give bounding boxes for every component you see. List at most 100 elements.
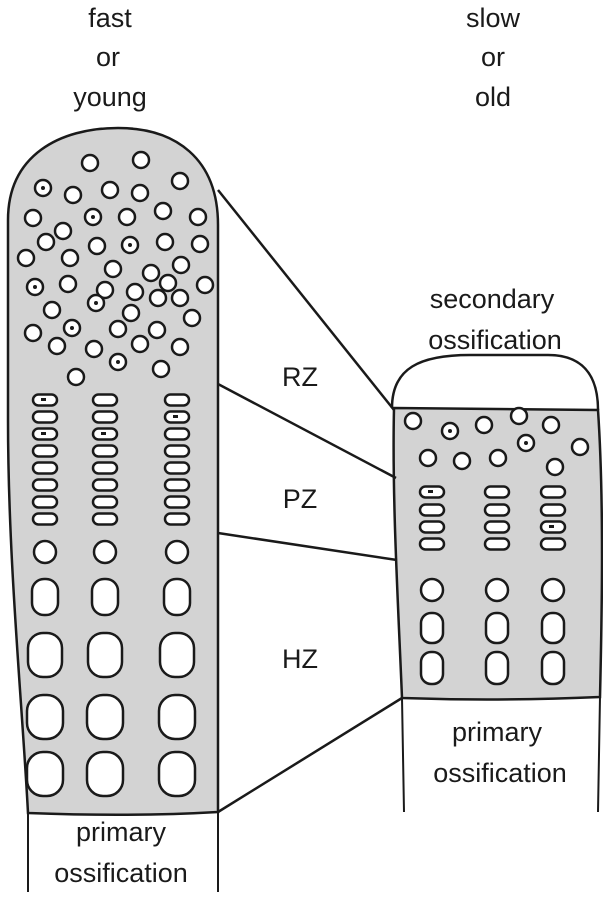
resting-chondrocyte [53, 221, 73, 241]
resting-chondrocyte [182, 308, 202, 328]
resting-chondrocyte [158, 273, 178, 293]
zone-label-hz: HZ [282, 644, 318, 674]
hypertrophic-chondrocyte [162, 577, 192, 617]
resting-chondrocyte [190, 234, 210, 254]
connector-rz-pz [217, 382, 397, 480]
resting-chondrocyte [545, 457, 565, 477]
resting-chondrocyte [108, 319, 128, 339]
cell-nucleus [91, 215, 95, 219]
resting-chondrocyte [130, 334, 150, 354]
hypertrophic-chondrocyte [85, 750, 125, 798]
proliferative-chondrocyte [31, 444, 59, 458]
resting-chondrocyte [141, 263, 161, 283]
header-right: slow or old [466, 3, 521, 112]
proliferative-chondrocyte [418, 520, 446, 534]
resting-chondrocyte [23, 323, 43, 343]
hypertrophic-chondrocyte [484, 611, 510, 645]
resting-chondrocyte [84, 339, 104, 359]
cell-nucleus [524, 441, 528, 445]
primary-right-line1: primary [452, 717, 543, 747]
cell-nucleus [41, 398, 46, 401]
resting-chondrocyte [153, 201, 173, 221]
proliferative-chondrocyte [483, 537, 511, 551]
resting-chondrocyte [42, 300, 62, 320]
proliferative-chondrocyte [91, 444, 119, 458]
proliferative-chondrocyte [31, 478, 59, 492]
resting-chondrocyte [170, 171, 190, 191]
cell-nucleus [549, 525, 554, 528]
proliferative-chondrocyte [163, 495, 191, 509]
proliferative-chondrocyte [163, 461, 191, 475]
hypertrophic-chondrocyte [484, 650, 510, 686]
zone-labels: RZ PZ HZ [282, 362, 318, 674]
resting-chondrocyte [95, 280, 115, 300]
hypertrophic-chondrocyte [25, 693, 65, 741]
header-left: fast or young [73, 3, 147, 112]
proliferative-chondrocyte [31, 410, 59, 424]
resting-chondrocyte [541, 415, 561, 435]
primary-ossification-label-left: primary ossification [54, 817, 188, 888]
chondrocyte-cells [16, 150, 590, 798]
hypertrophic-chondrocyte [540, 650, 566, 686]
resting-chondrocyte [87, 236, 107, 256]
cell-nucleus [173, 415, 178, 418]
prehypertrophic-chondrocyte [92, 539, 118, 565]
zone-label-rz: RZ [282, 362, 318, 392]
proliferative-chondrocyte [483, 520, 511, 534]
proliferative-chondrocyte [163, 478, 191, 492]
secondary-label-line2: ossification [428, 325, 562, 355]
hypertrophic-chondrocyte [158, 631, 196, 679]
hypertrophic-chondrocyte [90, 577, 120, 617]
hypertrophic-chondrocyte [86, 631, 124, 679]
resting-chondrocyte [403, 411, 423, 431]
cell-nucleus [33, 285, 37, 289]
hypertrophic-chondrocyte [157, 750, 197, 798]
proliferative-chondrocyte [539, 485, 567, 499]
header-left-line2: or [96, 42, 120, 72]
right-primary-ossification-box [401, 696, 601, 813]
resting-chondrocyte [58, 274, 78, 294]
hypertrophic-chondrocyte [30, 577, 60, 617]
cell-nucleus [428, 490, 433, 493]
header-left-line3: young [73, 82, 147, 112]
resting-chondrocyte [47, 336, 67, 356]
resting-chondrocyte [155, 232, 175, 252]
proliferative-chondrocyte [539, 537, 567, 551]
resting-chondrocyte [117, 207, 137, 227]
resting-chondrocyte [151, 359, 171, 379]
hypertrophic-chondrocyte [419, 611, 445, 645]
proliferative-chondrocyte [91, 495, 119, 509]
resting-chondrocyte [100, 180, 120, 200]
cell-nucleus [128, 243, 132, 247]
primary-ossification-label-right: primary ossification [433, 717, 567, 788]
resting-chondrocyte [121, 303, 141, 323]
prehypertrophic-chondrocyte [484, 577, 510, 603]
resting-chondrocyte [36, 232, 56, 252]
cell-nucleus [41, 432, 46, 435]
header-right-line3: old [475, 82, 511, 112]
resting-chondrocyte [23, 208, 43, 228]
connector-bottom [217, 696, 403, 814]
right-secondary-ossification-cap [390, 353, 600, 411]
resting-chondrocyte [16, 248, 36, 268]
secondary-label-line1: secondary [430, 284, 555, 314]
prehypertrophic-chondrocyte [419, 577, 445, 603]
zone-connector-lines [217, 189, 403, 814]
header-left-line1: fast [88, 3, 132, 33]
resting-chondrocyte [509, 406, 529, 426]
cell-nucleus [41, 186, 45, 190]
resting-chondrocyte [171, 255, 191, 275]
resting-chondrocyte [147, 320, 167, 340]
proliferative-chondrocyte [91, 393, 119, 407]
hypertrophic-chondrocyte [26, 631, 64, 679]
prehypertrophic-chondrocyte [540, 577, 566, 603]
resting-chondrocyte [103, 259, 123, 279]
proliferative-chondrocyte [539, 503, 567, 517]
resting-chondrocyte [80, 153, 100, 173]
hypertrophic-chondrocyte [540, 611, 566, 645]
cell-nucleus [448, 429, 452, 433]
secondary-ossification-label: secondary ossification [428, 284, 562, 355]
proliferative-chondrocyte [163, 512, 191, 526]
